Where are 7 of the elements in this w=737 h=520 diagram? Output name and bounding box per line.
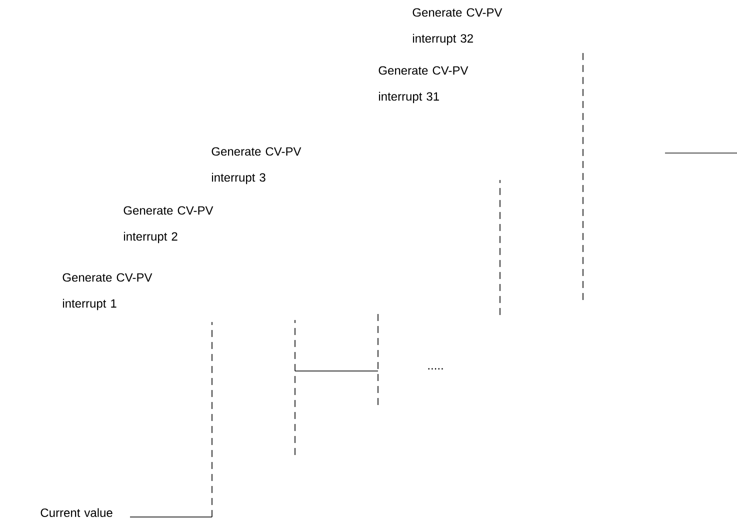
axis-label: Current value (40, 508, 112, 517)
ellipsis-dots: ..... (428, 368, 443, 370)
interrupt-label: Generate CV-PV interrupt 32 (412, 8, 502, 46)
interrupt-label: Generate CV-PV interrupt 31 (378, 66, 468, 104)
interrupt-label: Generate CV-PV interrupt 2 (124, 206, 214, 244)
interrupt-label: Generate CV-PV interrupt 1 (62, 273, 152, 310)
interrupt-label: Generate CV-PV interrupt 3 (212, 147, 302, 184)
